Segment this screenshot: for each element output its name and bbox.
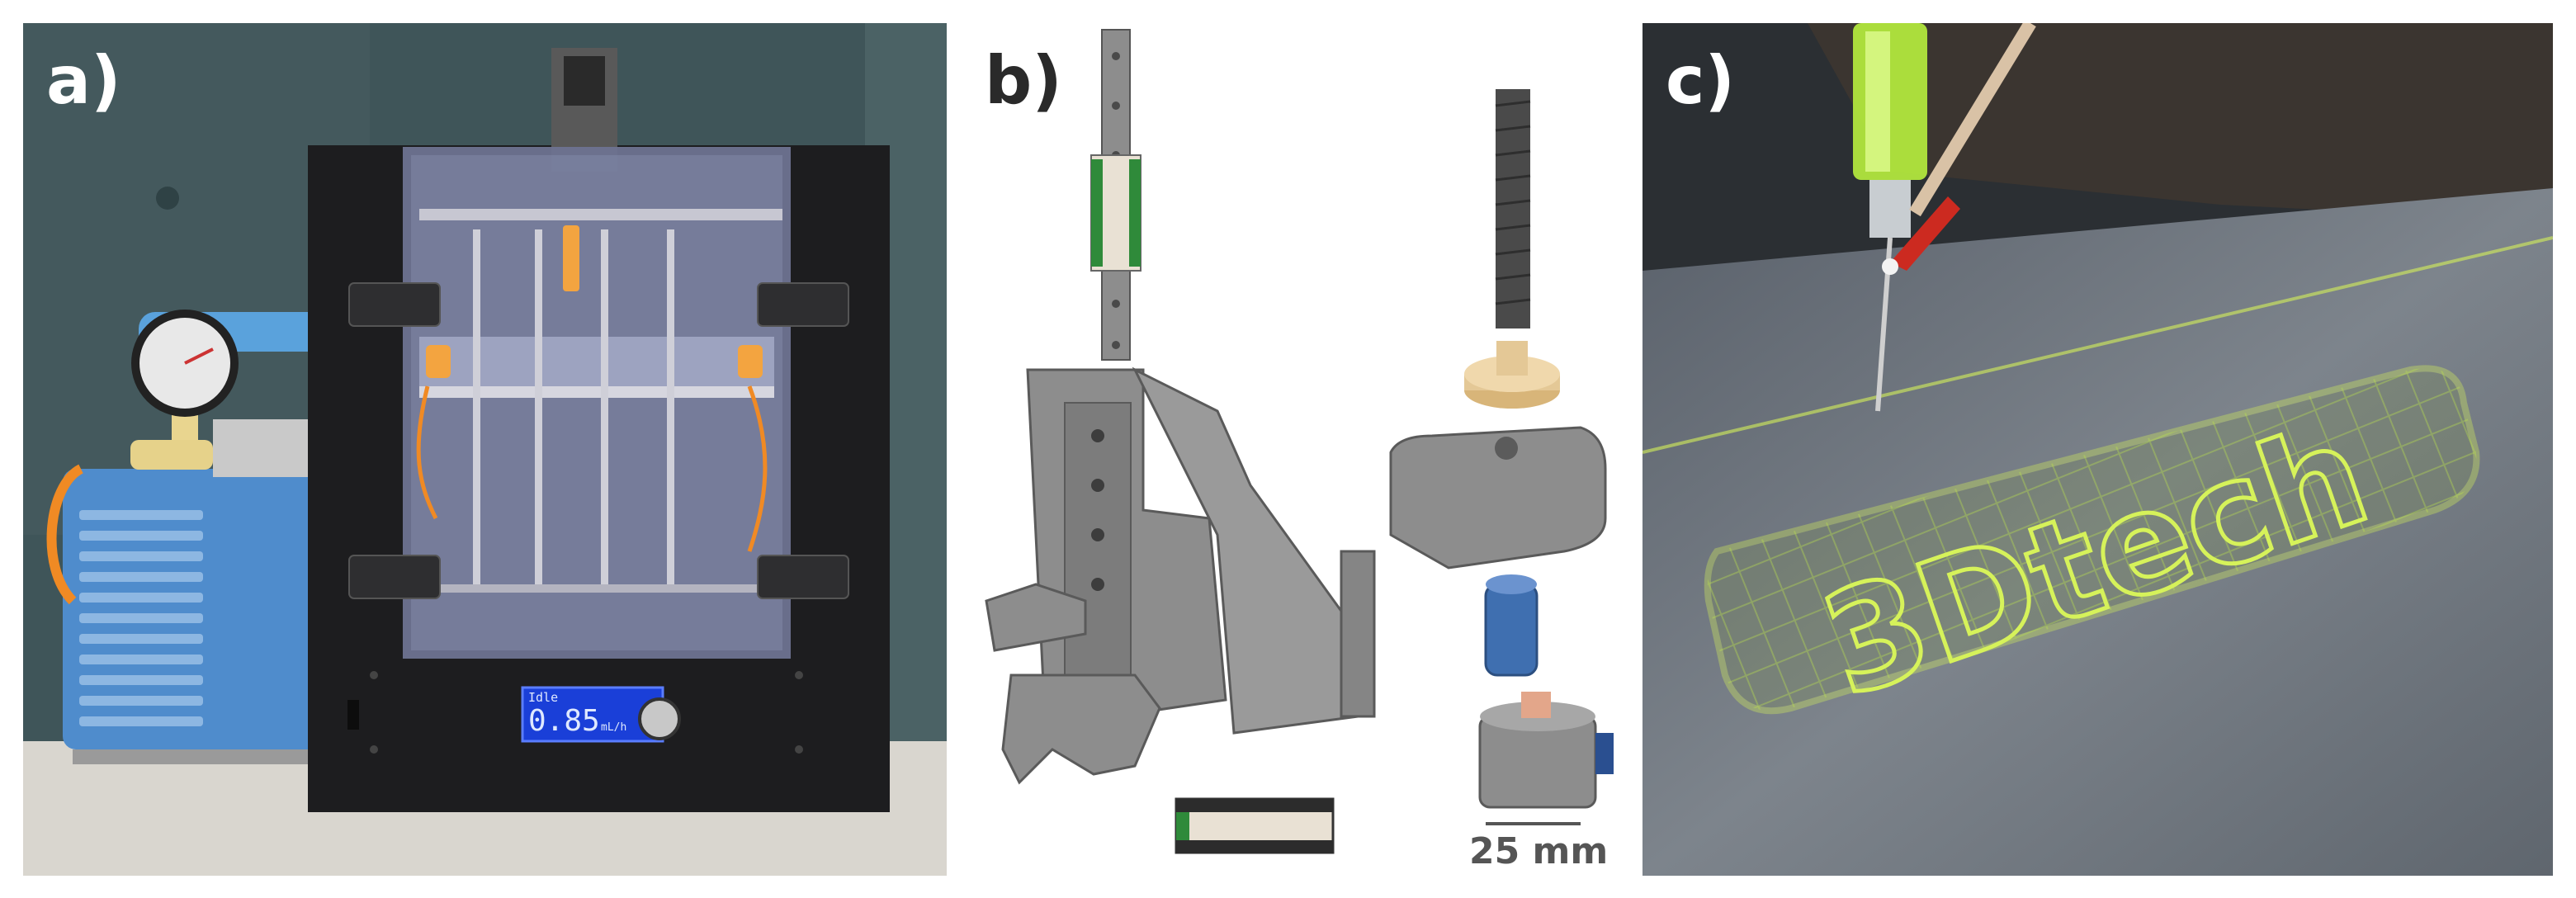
motor-bracket: [1389, 426, 1607, 570]
panel-c-label: c): [1666, 42, 1735, 119]
leadscrew: [1495, 89, 1531, 328]
print-trail: [1642, 236, 2553, 454]
control-knob[interactable]: [638, 697, 681, 740]
panel-a-photo: Idle 0.85 mL/h a): [23, 23, 947, 876]
cad-exploded-view: [985, 29, 1614, 854]
heating-arm: [1882, 23, 2036, 275]
printing-closeup-photo: 3Dtech: [1642, 23, 2553, 876]
panel-a-label: a): [46, 42, 121, 119]
syringe: [1853, 23, 1927, 412]
panel-b-cad: 25 mm b): [970, 23, 1626, 876]
wedge-block: [985, 583, 1087, 652]
lead-nut: [1464, 341, 1560, 409]
printed-logo-part: [1704, 365, 2480, 715]
scale-bar-label: 25 mm: [1469, 830, 1609, 872]
printer-photo: [23, 23, 947, 876]
wall-knob: [156, 187, 179, 210]
shaft-coupler: [1484, 574, 1539, 677]
bearing-block: [1175, 797, 1335, 854]
lcd-value-text: 0.85: [528, 704, 600, 738]
panel-b-label: b): [985, 42, 1062, 119]
linear-rail: [1090, 29, 1141, 361]
lcd-unit-text: mL/h: [601, 721, 627, 734]
vacuum-pump: [46, 310, 328, 764]
panel-c-photo: 3Dtech c): [1642, 23, 2553, 876]
syringe-clip: [1001, 674, 1161, 785]
lcd-status-text: Idle: [528, 690, 559, 705]
printer-frame: [308, 48, 890, 812]
stepper-motor: [1478, 692, 1614, 809]
